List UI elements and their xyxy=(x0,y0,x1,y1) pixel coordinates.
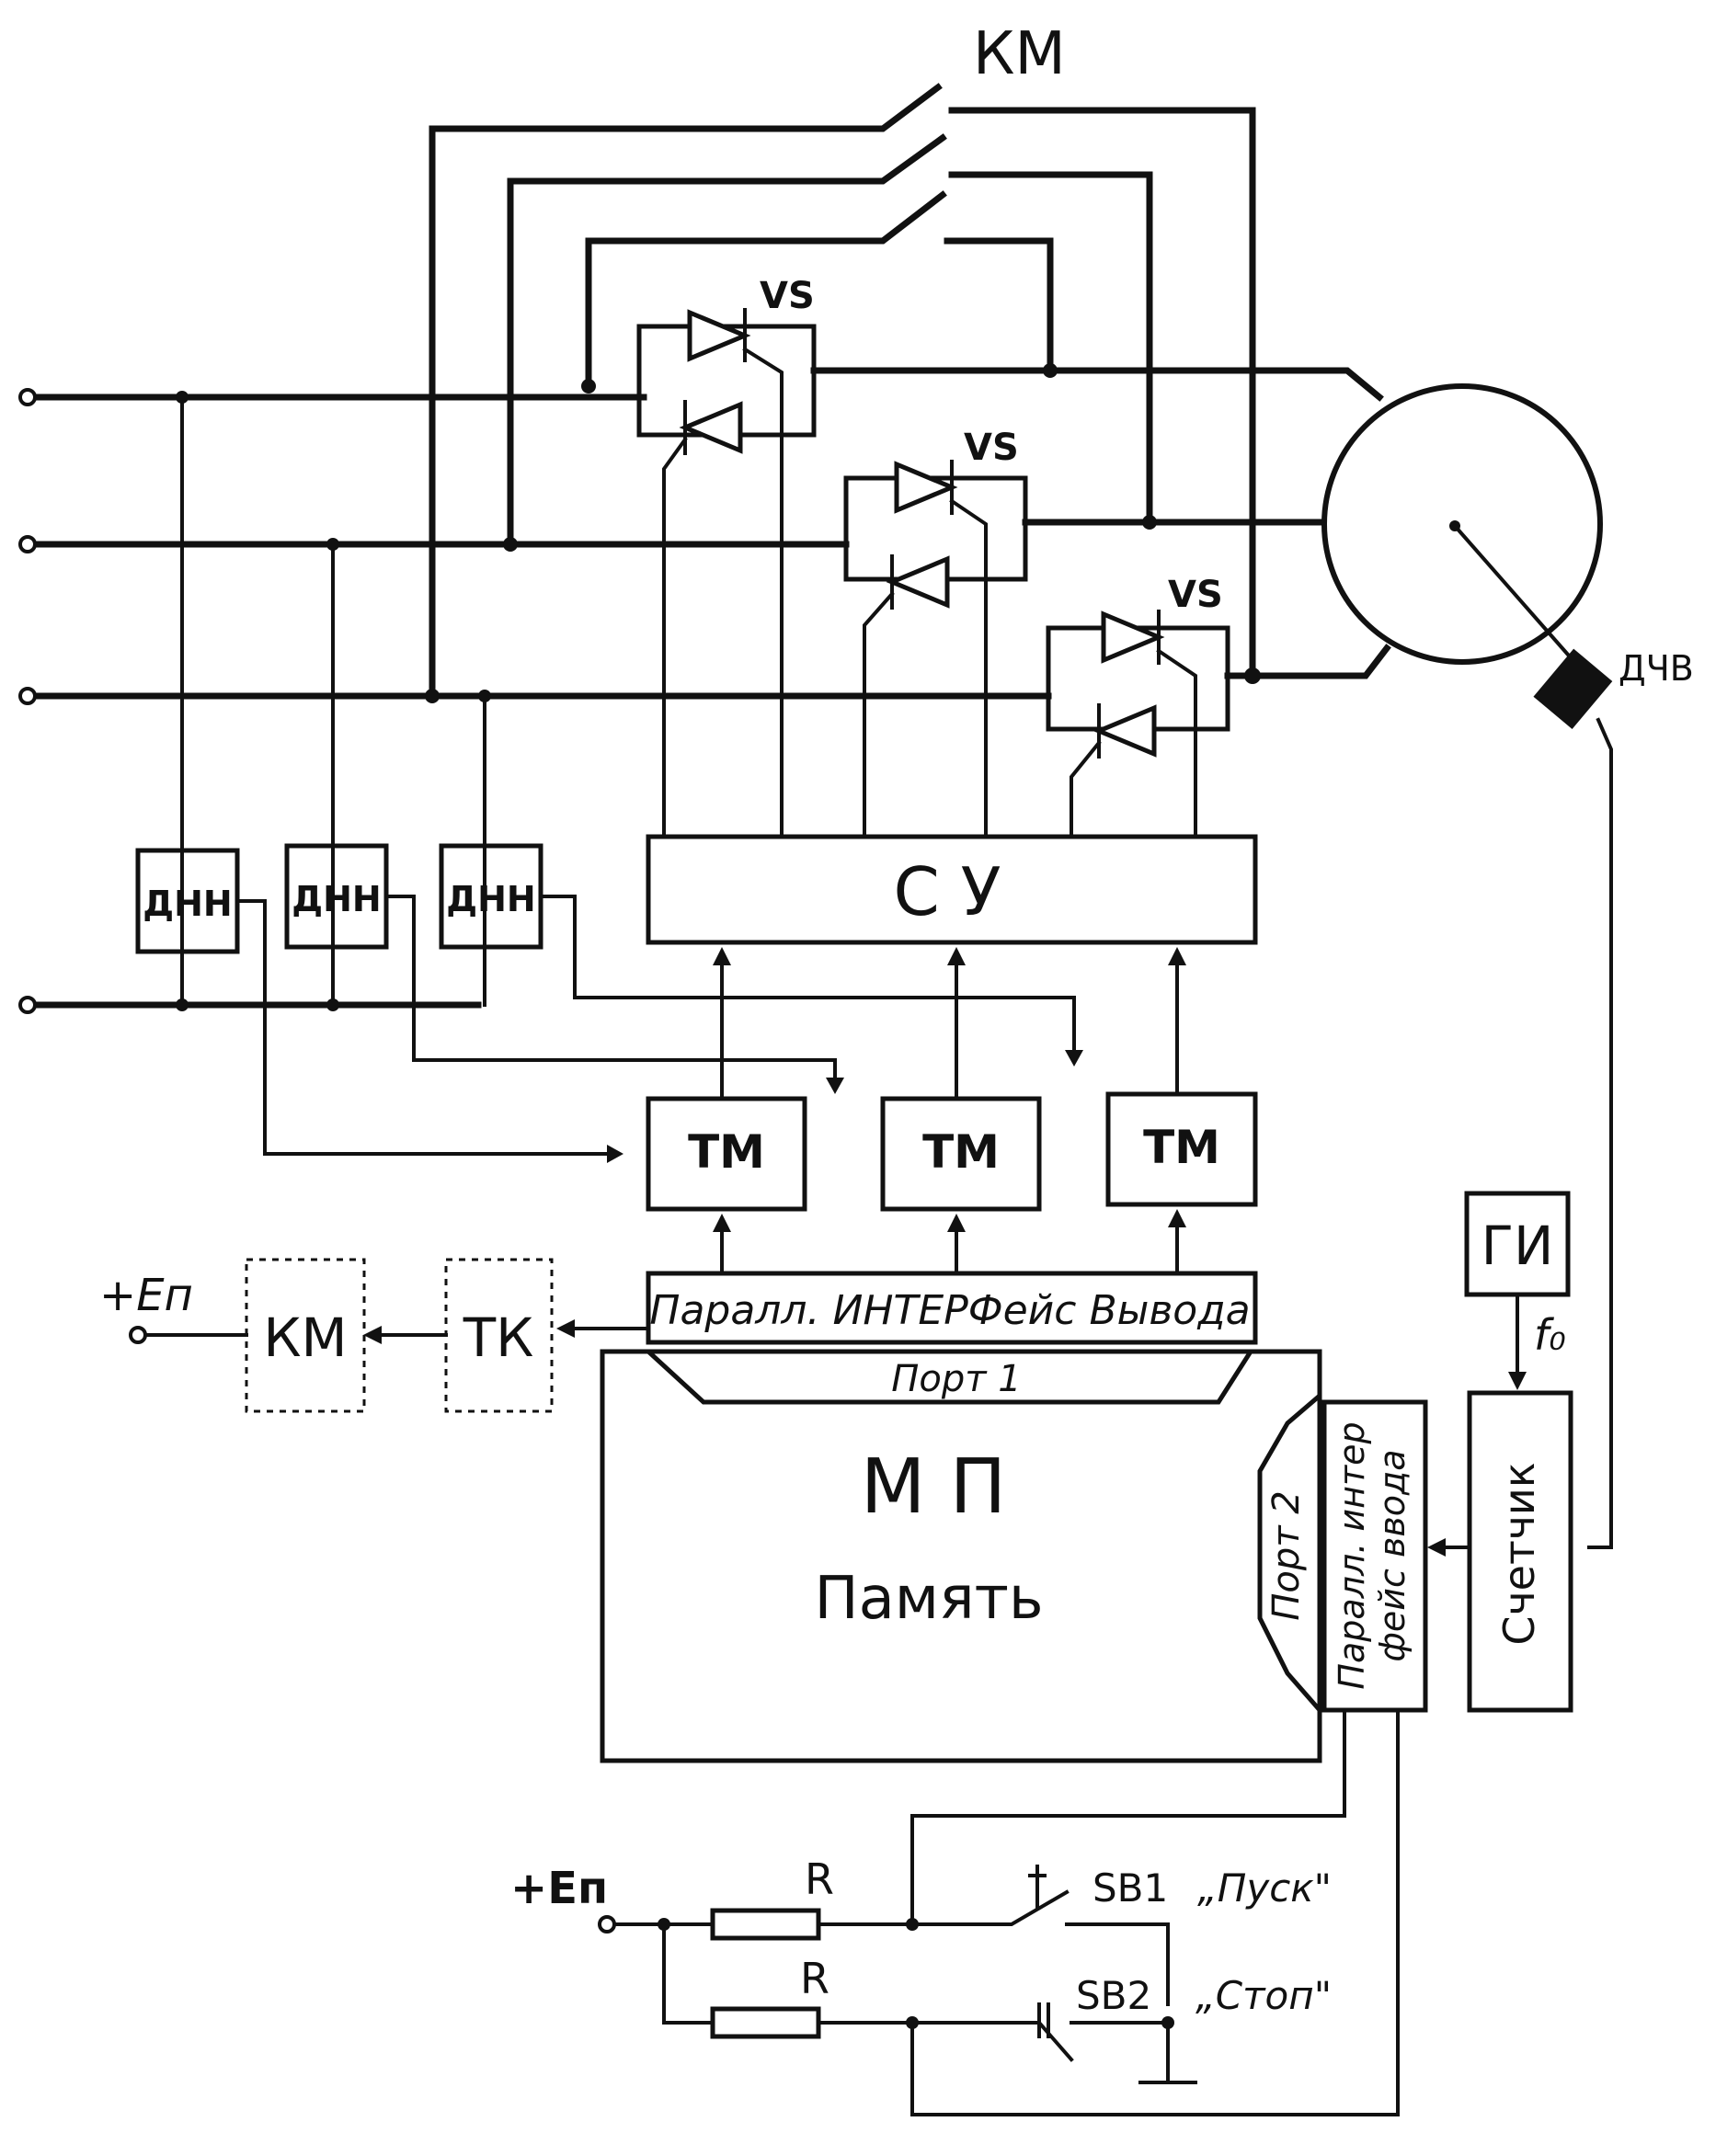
microprocessor-block: Паралл. ИНТЕРФейс Вывода Порт 1 Порт 2 П… xyxy=(600,1271,1428,1763)
thyristor-label-3: VS xyxy=(1168,574,1223,616)
sb1-name: „Пуск" xyxy=(1197,1865,1332,1911)
tm-label-1: ТМ xyxy=(688,1125,765,1179)
supply-bottom-label: +Еп xyxy=(510,1863,608,1914)
km-contactor: КМ xyxy=(425,20,1261,703)
generator-counter: ГИ f₀ Счетчик xyxy=(1427,1191,1573,1713)
thyristor-3: VS xyxy=(1046,574,1230,838)
mp-memory: Память xyxy=(814,1565,1043,1633)
counter-label: Счетчик xyxy=(1494,1462,1544,1645)
thyristor-1: VS xyxy=(636,275,817,838)
thyristor-label-1: VS xyxy=(760,275,815,317)
km-coil-label: КМ xyxy=(263,1306,347,1369)
mp-title: М П xyxy=(861,1443,1006,1531)
terminal-phase-a xyxy=(18,388,37,406)
tm-blocks: ТМ ТМ ТМ xyxy=(646,947,1258,1275)
phase-lines xyxy=(18,367,1391,1014)
speed-sensor: ДЧВ xyxy=(1533,648,1694,1549)
sb1-label: SB1 xyxy=(1093,1865,1168,1911)
tm-label-2: ТМ xyxy=(922,1125,1000,1179)
thyristor-2: VS xyxy=(843,427,1028,838)
dnn-label-1: ДНН xyxy=(143,884,232,924)
junction xyxy=(581,379,596,394)
terminal-phase-b xyxy=(18,535,37,553)
km-label: КМ xyxy=(973,20,1066,88)
voltage-sensors: ДНН ДНН ДНН xyxy=(135,391,1083,1163)
terminal-phase-c xyxy=(18,687,37,705)
junction xyxy=(1244,667,1261,684)
terminal-supply-bottom xyxy=(598,1915,616,1934)
terminal-neutral xyxy=(18,996,37,1014)
terminal-supply-top xyxy=(129,1326,147,1344)
speed-sensor-label: ДЧВ xyxy=(1619,648,1694,689)
input-interface-label-2: фейс ввода xyxy=(1372,1449,1413,1661)
motor xyxy=(1321,383,1603,665)
contactor-control: ТК КМ +Еп xyxy=(99,1258,650,1413)
junction xyxy=(1142,515,1157,530)
thyristor-label-2: VS xyxy=(964,427,1019,469)
generator-label: ГИ xyxy=(1481,1215,1554,1277)
tk-label: ТК xyxy=(463,1306,534,1369)
sb2-name: „Стоп" xyxy=(1195,1973,1332,2018)
resistor-label-1: R xyxy=(805,1854,834,1904)
dnn-label-3: ДНН xyxy=(446,879,535,919)
output-interface-label: Паралл. ИНТЕРФейс Вывода xyxy=(649,1287,1250,1334)
control-system: С У xyxy=(646,834,1258,945)
dnn-label-2: ДНН xyxy=(292,879,381,919)
resistor-label-2: R xyxy=(800,1954,829,2003)
junction xyxy=(503,537,518,552)
control-system-label: С У xyxy=(893,853,1001,930)
input-interface-label-1: Паралл. интер xyxy=(1332,1421,1372,1689)
supply-top-label: +Еп xyxy=(99,1270,193,1321)
resistor-2 xyxy=(710,2006,821,2039)
port-1-label: Порт 1 xyxy=(891,1358,1021,1400)
resistor-1 xyxy=(710,1908,821,1941)
port-2-label: Порт 2 xyxy=(1265,1490,1308,1620)
tm-label-3: ТМ xyxy=(1143,1121,1220,1174)
junction xyxy=(425,689,440,703)
start-stop-circuit: +Еп R R SB1 „Пуск" SB2 „Стоп" xyxy=(510,1708,1400,2116)
sb2-label: SB2 xyxy=(1076,1973,1151,2018)
frequency-label: f₀ xyxy=(1534,1310,1566,1360)
junction xyxy=(1043,363,1058,378)
